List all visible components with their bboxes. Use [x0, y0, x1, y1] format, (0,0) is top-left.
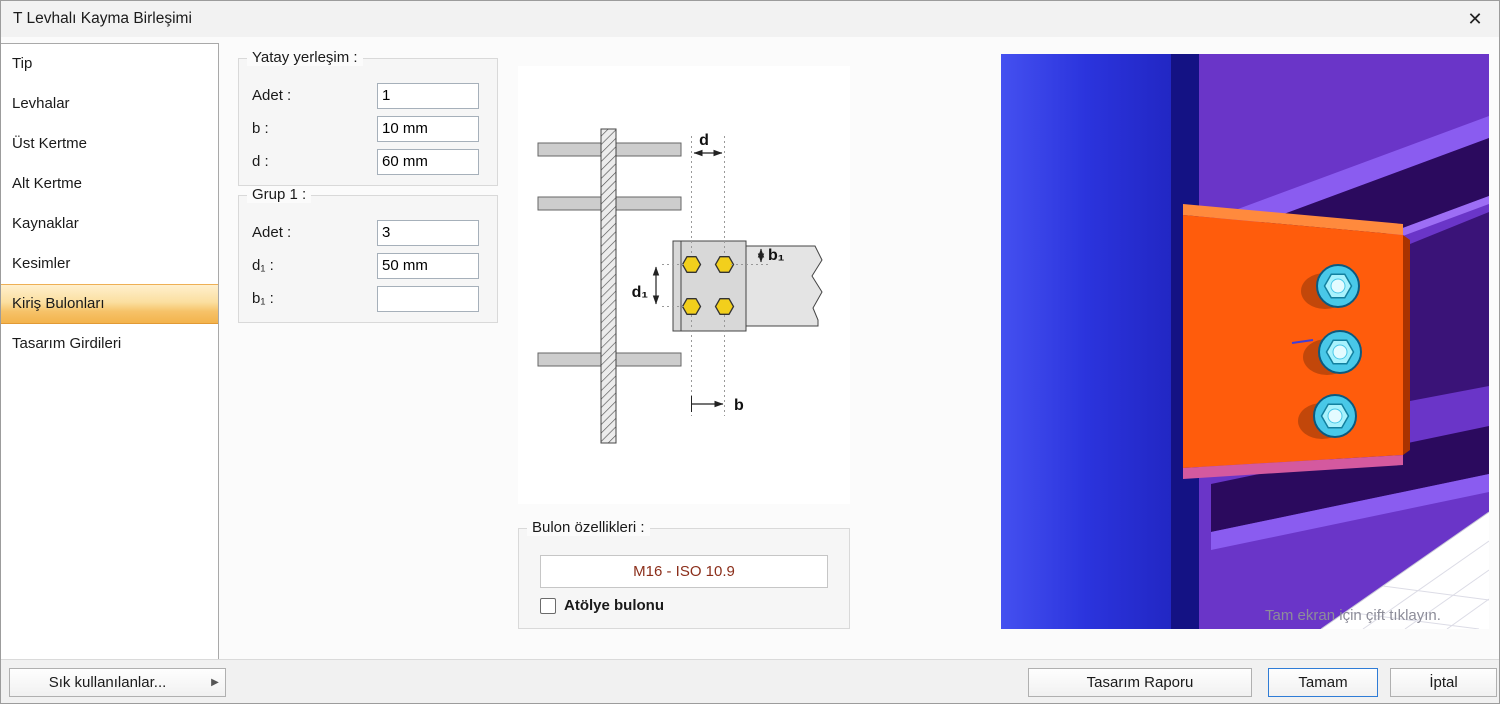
chevron-right-icon: ▶	[211, 677, 219, 688]
diagram-label-d1: d₁	[632, 284, 649, 301]
sidebar-item-kaynaklar[interactable]: Kaynaklar	[12, 215, 79, 232]
sidebar-item-tasarim-girdileri[interactable]: Tasarım Girdileri	[12, 335, 122, 352]
d1-label: d₁ :	[252, 257, 274, 274]
connection-detail-drawing: d b₁ d₁ b	[537, 128, 823, 444]
sidebar-item-ust-kertme[interactable]: Üst Kertme	[12, 135, 88, 152]
sidebar-item-levhalar[interactable]: Levhalar	[12, 95, 70, 112]
field-row-b: b :	[239, 112, 497, 145]
sidebar-item-tip[interactable]: Tip	[12, 55, 33, 72]
horizontal-layout-legend: Yatay yerleşim :	[247, 49, 363, 66]
diagram-label-d: d	[699, 132, 709, 149]
column-face-3d	[1001, 54, 1171, 629]
workshop-bolt-row: Atölye bulonu	[540, 597, 664, 614]
sidebar-item-kesimler[interactable]: Kesimler	[12, 255, 71, 272]
footer-bar: Sık kullanılanlar... ▶ Tasarım Raporu Ta…	[1, 659, 1499, 703]
favorites-label: Sık kullanılanlar...	[48, 674, 167, 691]
group1-adet-input[interactable]	[377, 219, 479, 246]
bolt-group1-legend: Grup 1 :	[247, 186, 312, 203]
bolt-3d	[1298, 394, 1357, 439]
dimension-guide-lines	[662, 136, 768, 416]
column-section-hatch	[600, 128, 617, 444]
horizontal-layout-group: Yatay yerleşim : Adet : b : d :	[238, 49, 498, 186]
workshop-bolt-checkbox[interactable]	[540, 597, 556, 614]
bolt-properties-legend: Bulon özellikleri :	[527, 519, 650, 536]
preview-3d-render: Tam ekran için çift tıklayın.	[1001, 54, 1489, 629]
shear-plate-shape	[672, 240, 747, 332]
cancel-button[interactable]: İptal	[1390, 668, 1497, 697]
b1-input[interactable]	[377, 285, 479, 312]
title-bar: T Levhalı Kayma Birleşimi ✕	[1, 1, 1499, 37]
bolt-properties-group: Bulon özellikleri : M16 - ISO 10.9 Atöly…	[518, 519, 850, 629]
close-icon: ✕	[1467, 8, 1483, 29]
preview-3d-viewport[interactable]: Tam ekran için çift tıklayın.	[1001, 54, 1489, 629]
close-button[interactable]: ✕	[1459, 5, 1491, 33]
sidebar: Tip Levhalar Üst Kertme Alt Kertme Kayna…	[1, 43, 219, 660]
adet-label: Adet :	[252, 87, 292, 104]
viewer-hint: Tam ekran için çift tıklayın.	[1265, 607, 1441, 624]
window-title: T Levhalı Kayma Birleşimi	[13, 10, 192, 27]
floor-grid	[1320, 511, 1489, 629]
b-input[interactable]	[377, 115, 479, 142]
field-row-adet: Adet :	[239, 79, 497, 112]
sidebar-item-alt-kertme[interactable]: Alt Kertme	[12, 175, 83, 192]
dimension-arrows	[652, 149, 765, 412]
bolt-grade-button[interactable]: M16 - ISO 10.9	[540, 555, 828, 588]
d-label: d :	[252, 153, 269, 170]
favorites-button[interactable]: Sık kullanılanlar... ▶	[9, 668, 226, 697]
group1-adet-label: Adet :	[252, 224, 292, 241]
diagram-label-b1: b₁	[768, 247, 785, 264]
ok-button[interactable]: Tamam	[1268, 668, 1378, 697]
diagram-label-b: b	[734, 397, 744, 414]
bolt-3d	[1301, 264, 1360, 309]
workshop-bolt-label: Atölye bulonu	[564, 597, 664, 614]
field-row-b1: b₁ :	[239, 282, 497, 315]
d-input[interactable]	[377, 148, 479, 175]
d1-input[interactable]	[377, 252, 479, 279]
sidebar-item-kiris-bulonlari[interactable]: Kiriş Bulonları	[1, 284, 218, 324]
field-row-group1-adet: Adet :	[239, 216, 497, 249]
shear-plate-3d	[1183, 204, 1410, 479]
field-row-d1: d₁ :	[239, 249, 497, 282]
field-row-d: d :	[239, 145, 497, 178]
bolt-3d	[1303, 330, 1362, 375]
b1-label: b₁ :	[252, 290, 274, 307]
connection-diagram: d b₁ d₁ b	[518, 66, 850, 504]
design-report-button[interactable]: Tasarım Raporu	[1028, 668, 1252, 697]
adet-input[interactable]	[377, 82, 479, 109]
b-label: b :	[252, 120, 269, 137]
bolt-group1: Grup 1 : Adet : d₁ : b₁ :	[238, 186, 498, 323]
